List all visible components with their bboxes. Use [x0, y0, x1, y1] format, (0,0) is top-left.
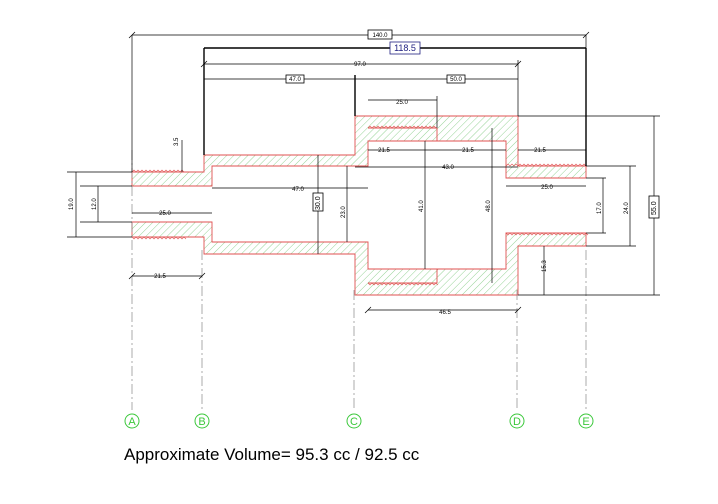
dim-140: 140.0 [372, 33, 388, 39]
dim-48: 48.0 [486, 200, 492, 212]
tick [514, 60, 522, 68]
dim-box-140 [367, 29, 393, 40]
tick [514, 306, 522, 314]
thread-left-bottom [131, 236, 187, 240]
dim-55: 55.0 [651, 201, 658, 215]
upper-wall [131, 115, 587, 187]
dim-118: 118.5 [394, 43, 416, 53]
dim-25-left: 25.0 [159, 211, 171, 217]
dim-box-30 [312, 192, 324, 212]
part-section [131, 115, 589, 296]
dim-47-top: 47.0 [289, 77, 301, 83]
dimensions: 140.0 118.5 97.0 47.0 50.0 25.0 3.5 21.5… [67, 29, 660, 316]
dim-21-5-mid: 21.5 [462, 148, 474, 154]
dim-box-55 [648, 195, 660, 219]
grid-label-e: E [582, 416, 589, 428]
dim-25-right: 25.0 [541, 185, 553, 191]
dim-21-5-right: 21.5 [534, 148, 546, 154]
tick [198, 272, 206, 280]
grid-label-a: A [128, 416, 136, 428]
grid-bubble-c [346, 413, 362, 429]
grid-bubble-d [509, 413, 525, 429]
dim-15-3: 15.3 [542, 260, 548, 272]
dim-21-5-left: 21.5 [378, 148, 390, 154]
grid-label-b: B [198, 416, 205, 428]
grid-bubbles: A B C D E [124, 413, 594, 429]
grid-label-c: C [350, 416, 358, 428]
dim-25-cap: 25.0 [396, 100, 408, 106]
tick [128, 272, 136, 280]
volume-caption: Approximate Volume= 95.3 cc / 92.5 cc [124, 445, 420, 464]
dim-12: 12.0 [92, 198, 98, 210]
dim-30: 30.0 [315, 196, 322, 210]
tick [200, 60, 208, 68]
grid-bubble-b [194, 413, 210, 429]
thread-right-bottom [505, 232, 589, 236]
thread-right-top [505, 163, 587, 167]
grid-bubble-a [124, 413, 140, 429]
dim-box-47 [285, 74, 305, 84]
grid-bubble-e [578, 413, 594, 429]
thread-left-top [131, 169, 185, 173]
dim-24: 24.0 [624, 202, 630, 214]
dim-19: 19.0 [69, 198, 75, 210]
grid-label-d: D [513, 416, 521, 428]
dim-50-top: 50.0 [450, 77, 462, 83]
dim-47-mid: 47.0 [292, 187, 304, 193]
dim-box-118 [389, 41, 421, 55]
dim-3-5: 3.5 [174, 137, 180, 146]
dim-17: 17.0 [597, 202, 603, 214]
dim-46-5: 46.5 [439, 310, 451, 316]
tick [364, 306, 372, 314]
dim-97: 97.0 [354, 62, 366, 68]
dim-23: 23.0 [341, 206, 347, 218]
thread-cap-top [367, 125, 437, 129]
dim-box-50 [446, 74, 466, 84]
tick [128, 31, 136, 39]
dim-21-5-bottom: 21.5 [154, 274, 166, 280]
dim-41: 41.0 [419, 200, 425, 212]
dim-43: 43.0 [442, 165, 454, 171]
tick [582, 31, 590, 39]
